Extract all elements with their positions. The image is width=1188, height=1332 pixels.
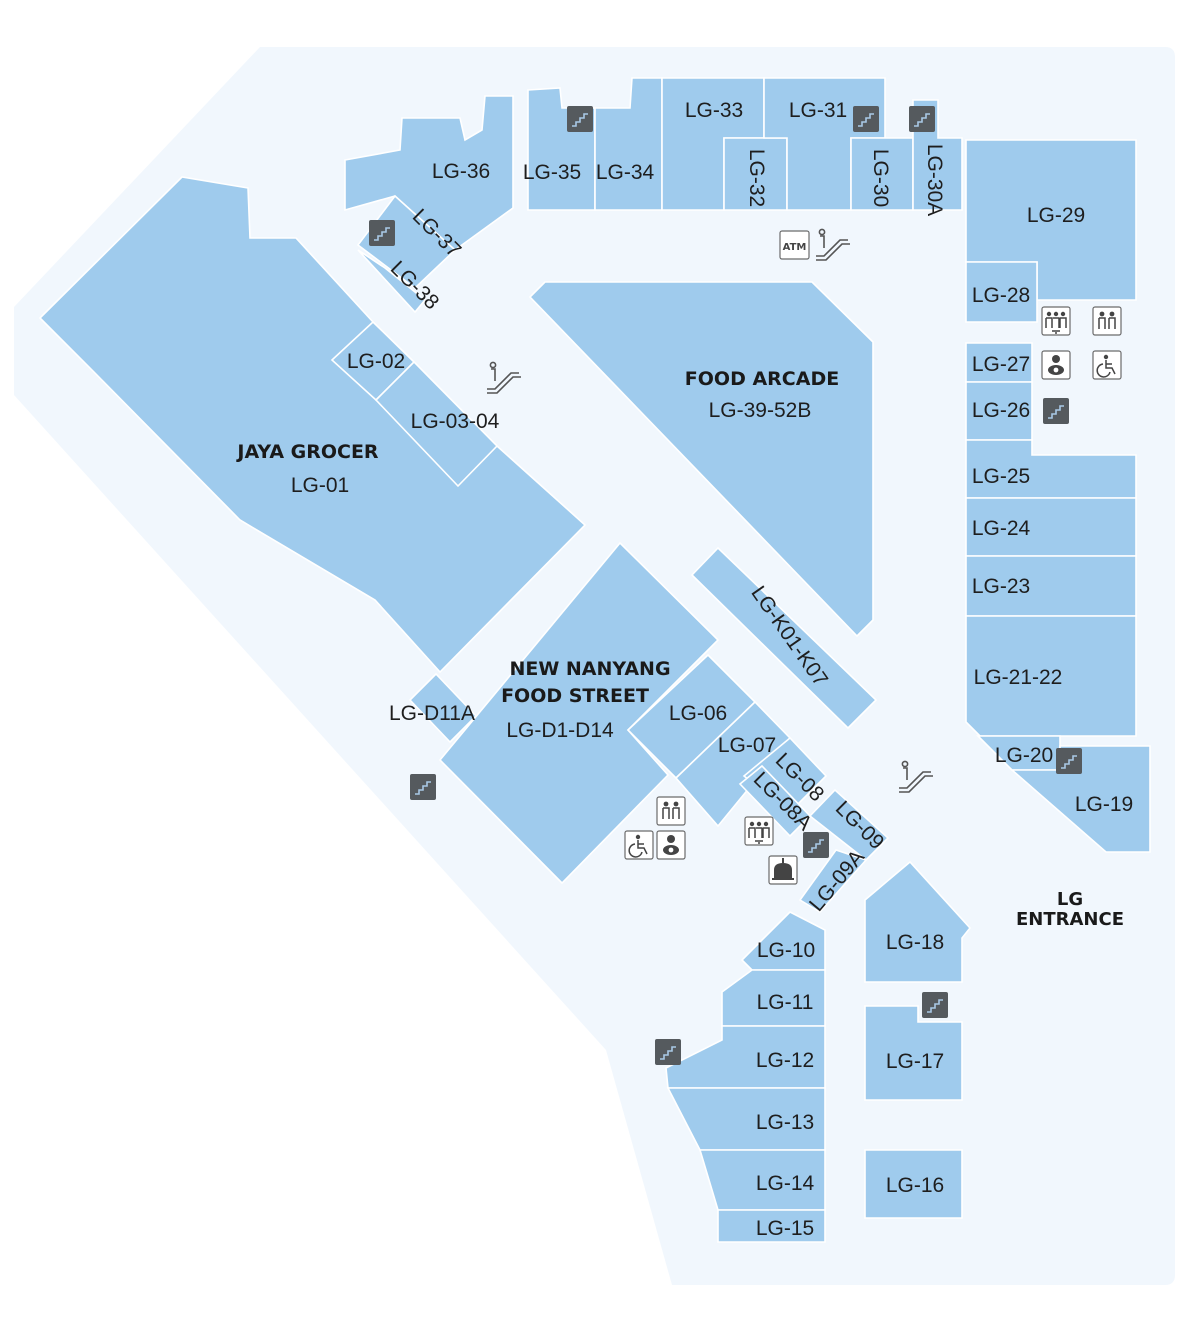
unit-label-lg-30: LG-30: [869, 149, 892, 207]
unit-label-lg-12: LG-12: [756, 1049, 814, 1072]
unit-label-lg-06: LG-06: [669, 702, 727, 725]
entrance-label-line-2: ENTRANCE: [1016, 909, 1124, 930]
unit-lg-28[interactable]: [965, 261, 1038, 323]
anchor-name-nanyang-line-1: NEW NANYANG: [509, 658, 670, 680]
stairs-icon: [1042, 397, 1070, 425]
unit-label-lg-23: LG-23: [972, 575, 1030, 598]
entrance-label-line-1: LG: [1057, 889, 1083, 910]
unit-lg-10[interactable]: [740, 911, 826, 971]
anchor-name-jaya-grocer: JAYA GROCER: [235, 441, 379, 463]
unit-label-lg-28: LG-28: [972, 284, 1030, 307]
unit-label-lg-18: LG-18: [886, 931, 944, 954]
baby-care-icon: [1041, 350, 1071, 380]
restroom-icon: [1092, 306, 1122, 336]
stairs-icon: [368, 219, 396, 247]
unit-lg-37[interactable]: [356, 194, 457, 290]
unit-label-lg-27: LG-27: [972, 353, 1030, 376]
unit-label-lg-15: LG-15: [756, 1217, 814, 1240]
anchor-name-food-arcade: FOOD ARCADE: [685, 368, 839, 390]
unit-label-lg-29: LG-29: [1027, 204, 1085, 227]
unit-lg-38[interactable]: [357, 249, 427, 314]
unit-label-lg-d11a: LG-D11A: [389, 702, 475, 725]
unit-label-lg-34: LG-34: [596, 161, 655, 184]
stairs-icon: [409, 773, 437, 801]
family-restroom-icon: [1041, 306, 1071, 336]
unit-lg-03-04[interactable]: [374, 360, 499, 488]
unit-label-lg-d1-d14: LG-D1-D14: [506, 719, 614, 742]
unit-lg-18[interactable]: [864, 860, 972, 983]
unit-label-lg-30a: LG-30A: [923, 144, 946, 216]
unit-label-lg-01: LG-01: [291, 474, 349, 497]
unit-label-lg-35: LG-35: [523, 161, 581, 184]
stairs-icon: [908, 105, 936, 133]
stairs-icon: [802, 831, 830, 859]
unit-lg-17[interactable]: [864, 1005, 963, 1101]
unit-label-lg-21-22: LG-21-22: [974, 666, 1063, 689]
unit-lg-09[interactable]: [808, 788, 890, 862]
wheelchair-icon: [1092, 350, 1122, 380]
unit-label-lg-26: LG-26: [972, 399, 1030, 422]
unit-label-lg-19: LG-19: [1075, 793, 1133, 816]
unit-label-lg-39-52b: LG-39-52B: [709, 399, 812, 422]
stairs-icon: [654, 1038, 682, 1066]
unit-label-lg-31: LG-31: [789, 99, 847, 122]
unit-label-lg-02: LG-02: [347, 350, 405, 373]
stairs-icon: [1055, 747, 1083, 775]
prayer-room-icon: [768, 855, 798, 885]
unit-lg-16[interactable]: [864, 1149, 963, 1219]
stairs-icon: [852, 105, 880, 133]
unit-label-lg-17: LG-17: [886, 1050, 944, 1073]
unit-label-lg-33: LG-33: [685, 99, 743, 122]
unit-label-lg-25: LG-25: [972, 465, 1030, 488]
unit-label-lg-03-04: LG-03-04: [411, 410, 500, 433]
atm-icon: ATM: [779, 230, 810, 260]
unit-label-lg-32: LG-32: [745, 149, 768, 207]
unit-lg-k01-k07[interactable]: [690, 546, 878, 730]
unit-label-lg-13: LG-13: [756, 1111, 814, 1134]
unit-label-lg-07: LG-07: [718, 734, 776, 757]
unit-label-lg-36: LG-36: [432, 160, 490, 183]
anchor-name-nanyang-line-2: FOOD STREET: [501, 685, 649, 707]
wheelchair-icon: [624, 830, 654, 860]
svg-text:ATM: ATM: [783, 242, 807, 253]
unit-label-lg-24: LG-24: [972, 517, 1031, 540]
baby-care-icon: [656, 830, 686, 860]
unit-food-arcade[interactable]: [528, 281, 874, 638]
unit-lg-09a[interactable]: [798, 849, 868, 914]
unit-lg-11[interactable]: [721, 969, 826, 1027]
restroom-icon: [656, 796, 686, 826]
unit-label-lg-16: LG-16: [886, 1174, 944, 1197]
stairs-icon: [921, 991, 949, 1019]
stairs-icon: [566, 105, 594, 133]
family-restroom-icon: [744, 816, 774, 846]
unit-label-lg-11: LG-11: [757, 991, 814, 1014]
unit-label-lg-10: LG-10: [757, 939, 815, 962]
unit-label-lg-20: LG-20: [995, 744, 1053, 767]
unit-lg-15[interactable]: [717, 1209, 826, 1243]
unit-label-lg-14: LG-14: [756, 1172, 815, 1195]
